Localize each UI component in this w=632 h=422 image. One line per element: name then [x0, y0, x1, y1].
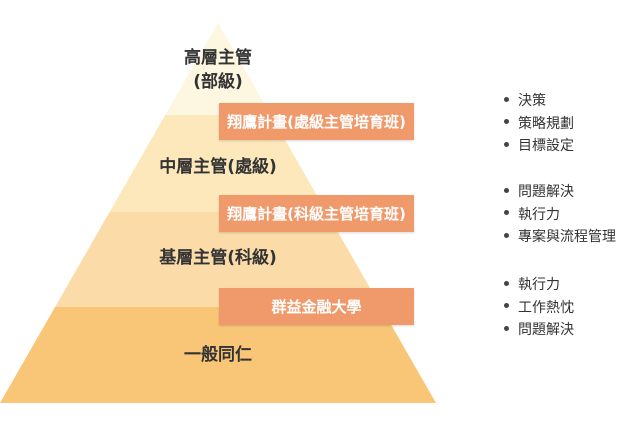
- skill-item: 專案與流程管理: [504, 226, 616, 249]
- bullet-icon: [504, 141, 509, 147]
- skill-item: 決策: [504, 90, 574, 113]
- skill-text: 目標設定: [518, 138, 574, 154]
- bullet-icon: [504, 187, 509, 193]
- program-box: 翔鷹計畫(處級主管培育班): [219, 103, 414, 140]
- bullet-icon: [504, 303, 509, 308]
- bullet-icon: [504, 119, 509, 124]
- level-senior-label: 高層主管 (部級): [68, 46, 368, 94]
- skill-item: 問題解決: [504, 181, 616, 204]
- skill-item: 執行力: [504, 204, 616, 227]
- skill-text: 執行力: [518, 206, 560, 223]
- pyramid-tier-senior: [165, 23, 271, 115]
- pyramid-tier-junior: [55, 212, 381, 307]
- program-box: 翔鷹計畫(科級主管培育班): [219, 195, 414, 232]
- skill-text: 策略規劃: [518, 115, 574, 132]
- bullet-icon: [504, 280, 509, 286]
- skill-text: 決策: [518, 93, 546, 109]
- level-senior-grade: (部級): [193, 72, 243, 92]
- skill-text: 工作熱忱: [518, 299, 574, 316]
- skill-item: 工作熱忱: [504, 297, 574, 320]
- skill-text: 執行力: [518, 277, 560, 293]
- level-middle-label: 中層主管(處級): [159, 157, 277, 177]
- skill-text: 專案與流程管理: [518, 229, 616, 245]
- skill-item: 策略規劃: [504, 113, 574, 136]
- skill-list: 執行力 工作熱忱 問題解決: [504, 274, 574, 342]
- bullet-icon: [504, 210, 509, 215]
- skill-list: 問題解決 執行力 專案與流程管理: [504, 181, 616, 249]
- skill-item: 目標設定: [504, 135, 574, 158]
- level-junior-label: 基層主管(科級): [159, 248, 277, 268]
- skill-list: 決策 策略規劃 目標設定: [504, 90, 574, 158]
- skill-item: 執行力: [504, 274, 574, 297]
- bullet-icon: [504, 96, 509, 102]
- bullet-icon: [504, 232, 509, 238]
- skill-item: 問題解決: [504, 319, 574, 342]
- skill-text: 問題解決: [518, 322, 574, 338]
- level-senior-title: 高層主管: [184, 48, 252, 68]
- pyramid-tier-staff: [0, 307, 436, 403]
- skill-text: 問題解決: [518, 184, 574, 200]
- level-staff-label: 一般同仁: [184, 345, 252, 365]
- bullet-icon: [504, 325, 509, 331]
- program-box: 群益金融大學: [219, 288, 414, 325]
